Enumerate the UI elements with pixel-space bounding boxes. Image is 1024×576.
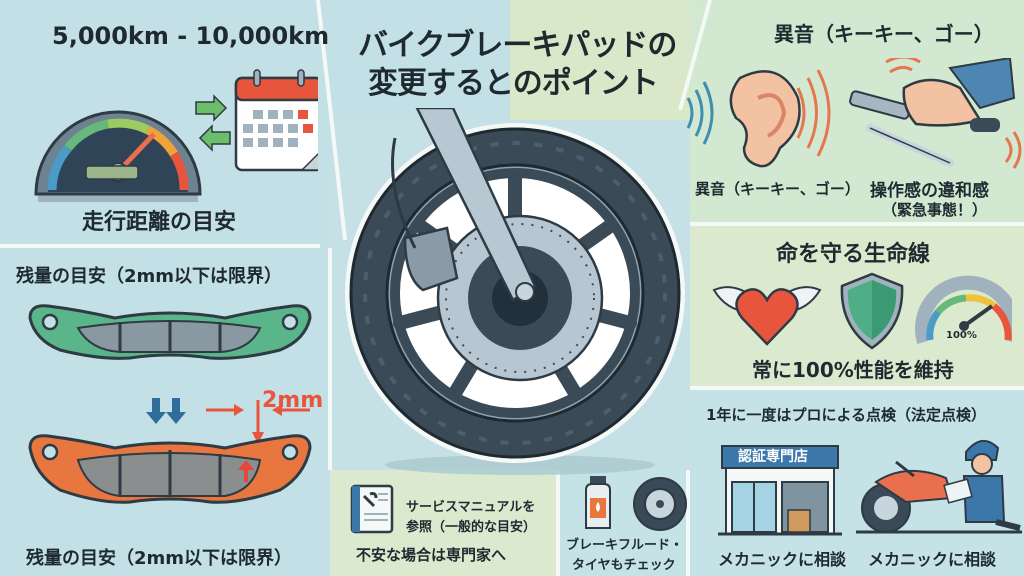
gauge-icon [915, 275, 1012, 345]
motorcycle-wheel-icon [345, 108, 685, 463]
mechanic-motorcycle-icon [856, 440, 1022, 534]
divider [686, 470, 690, 576]
divider [690, 222, 1024, 226]
service-manual-icon [350, 484, 394, 534]
worn-brake-pad-icon [28, 434, 312, 504]
gauge-label: 100% [946, 330, 977, 341]
brake-fluid-bottle-icon [585, 476, 687, 531]
shop-icon [718, 445, 842, 536]
divider [690, 386, 1024, 390]
page-title-line2: 変更するとのポイント [368, 66, 659, 101]
remaining-heading: 残量の目安（2mm以下は限界） [16, 266, 283, 287]
speedometer-icon [34, 69, 318, 202]
fluid-line2: タイヤもチェック [572, 558, 676, 573]
caliper-icon [403, 226, 459, 292]
mileage-caption: 走行距離の目安 [82, 210, 237, 235]
measure-label: 2mm [262, 388, 324, 413]
brake-pad-diagram [28, 304, 312, 504]
lever-caption-line2: （緊急事態！） [882, 201, 988, 219]
page-title-line1: バイクブレーキパッドの [358, 28, 677, 63]
noise-illustration [686, 58, 1022, 169]
shop-caption: メカニックに相談 [718, 550, 847, 569]
tire-icon [633, 477, 687, 531]
manual-line2: 参照（一般的な目安） [406, 520, 537, 535]
brake-lever-hand-icon [849, 58, 1022, 169]
lifeline-caption: 常に100%性能を維持 [752, 358, 954, 382]
new-brake-pad-icon [28, 304, 312, 360]
lifeline-heading: 命を守る生命線 [776, 242, 931, 267]
winged-heart-icon [712, 286, 822, 346]
ear-icon [729, 70, 801, 168]
lever-caption-line1: 操作感の違和感 [870, 181, 989, 201]
remaining-caption: 残量の目安（2mm以下は限界） [26, 548, 293, 569]
calendar-icon [234, 69, 318, 172]
front-fork-icon [391, 108, 537, 302]
title-panel [330, 0, 690, 120]
manual-line1: サービスマニュアルを [406, 500, 536, 515]
measure-arrows-icon [206, 400, 310, 444]
shop-sign: 認証専門店 [738, 449, 808, 465]
down-arrows-icon [146, 398, 186, 424]
mileage-range: 5,000km - 10,000km [52, 22, 330, 50]
divider [556, 470, 560, 576]
wheel-shadow [385, 455, 655, 475]
lifeline-icons [712, 272, 1012, 350]
mechanic-caption: メカニックに相談 [868, 550, 997, 569]
manual-line3: 不安な場合は専門家へ [356, 546, 507, 564]
divider [0, 244, 320, 248]
arrows-exchange-icon [195, 94, 231, 152]
fluid-line1: ブレーキフルード・ [566, 538, 684, 553]
sound-waves-icon [686, 81, 714, 145]
noise-heading: 異音（キーキー、ゴー） [774, 22, 994, 46]
inspection-heading: 1年に一度はプロによる点検（法定点検） [706, 406, 986, 424]
shield-icon [840, 272, 904, 350]
ear-caption: 異音（キーキー、ゴー） [695, 180, 860, 198]
